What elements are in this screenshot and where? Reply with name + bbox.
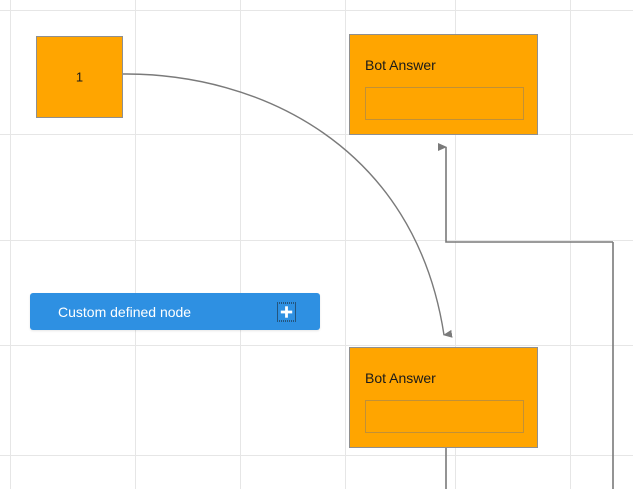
- plus-icon[interactable]: [277, 302, 296, 321]
- custom-defined-node-bar[interactable]: Custom defined node: [30, 293, 320, 330]
- node-1-label: 1: [75, 69, 84, 85]
- node-bot-answer-bottom[interactable]: Bot Answer: [349, 347, 538, 448]
- grid-line-vertical: [455, 0, 456, 489]
- bot-answer-top-slot[interactable]: [365, 87, 524, 120]
- grid-line-horizontal: [0, 10, 633, 11]
- grid-line-horizontal: [0, 455, 633, 456]
- bot-answer-bottom-title: Bot Answer: [365, 370, 436, 386]
- grid-line-vertical: [10, 0, 11, 489]
- grid-line-horizontal: [0, 134, 633, 135]
- grid-line-vertical: [345, 0, 346, 489]
- grid-line-horizontal: [0, 345, 633, 346]
- custom-defined-node-label: Custom defined node: [58, 303, 192, 320]
- bot-answer-bottom-slot[interactable]: [365, 400, 524, 433]
- grid-line-horizontal: [0, 240, 633, 241]
- grid-line-vertical: [135, 0, 136, 489]
- grid-line-vertical: [570, 0, 571, 489]
- node-1[interactable]: 1: [36, 36, 123, 118]
- bot-answer-top-title: Bot Answer: [365, 57, 436, 73]
- grid-line-vertical: [240, 0, 241, 489]
- node-bot-answer-top[interactable]: Bot Answer: [349, 34, 538, 135]
